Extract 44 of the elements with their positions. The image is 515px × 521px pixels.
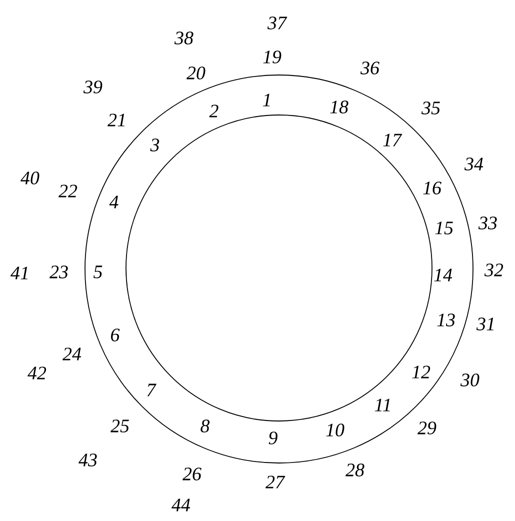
number-label: 25 bbox=[110, 420, 129, 432]
number-label: 20 bbox=[186, 66, 206, 80]
number-label: 19 bbox=[263, 50, 282, 64]
number-label: 31 bbox=[476, 318, 494, 330]
number-label: 44 bbox=[172, 498, 190, 512]
number-label: 21 bbox=[108, 114, 124, 126]
number-label: 7 bbox=[147, 384, 156, 396]
number-label: 22 bbox=[58, 184, 78, 198]
number-label: 40 bbox=[20, 172, 40, 184]
number-label: 4 bbox=[109, 196, 118, 208]
number-label: 36 bbox=[360, 62, 380, 74]
number-label: 41 bbox=[10, 266, 28, 280]
number-label: 3 bbox=[150, 138, 160, 152]
number-label: 34 bbox=[464, 158, 484, 170]
number-label: 2 bbox=[209, 104, 218, 118]
number-label: 8 bbox=[200, 420, 210, 432]
number-label: 11 bbox=[374, 398, 390, 412]
number-label: 13 bbox=[437, 314, 455, 326]
number-label: 42 bbox=[28, 366, 46, 380]
number-label: 24 bbox=[62, 348, 82, 360]
number-label: 28 bbox=[346, 464, 364, 476]
number-label: 17 bbox=[383, 134, 402, 146]
number-label: 39 bbox=[83, 80, 102, 94]
number-label: 37 bbox=[267, 16, 288, 30]
number-label: 18 bbox=[330, 100, 348, 114]
number-label: 30 bbox=[460, 374, 480, 386]
number-label: 15 bbox=[435, 222, 453, 234]
number-label: 1 bbox=[262, 94, 270, 106]
number-label: 26 bbox=[182, 468, 202, 480]
number-label: 6 bbox=[111, 328, 120, 342]
number-label: 23 bbox=[50, 266, 68, 278]
number-label: 10 bbox=[326, 424, 344, 436]
number-label: 5 bbox=[94, 266, 102, 278]
number-label: 29 bbox=[418, 422, 436, 434]
number-label: 9 bbox=[268, 432, 278, 444]
number-label: 32 bbox=[484, 264, 504, 276]
number-label: 12 bbox=[412, 366, 430, 378]
number-label: 35 bbox=[421, 102, 440, 114]
number-label: 33 bbox=[478, 216, 497, 230]
number-label: 38 bbox=[174, 32, 194, 44]
number-label: 16 bbox=[423, 182, 442, 194]
number-label: 43 bbox=[78, 454, 97, 466]
number-label: 27 bbox=[266, 476, 286, 488]
number-label: 14 bbox=[434, 268, 452, 282]
